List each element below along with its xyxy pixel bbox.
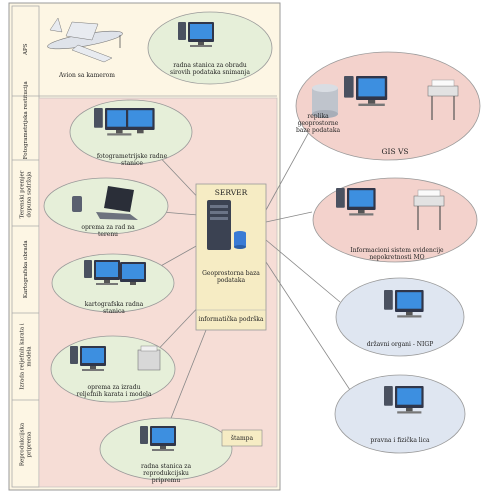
gis-computer-icon — [344, 76, 388, 106]
teren-oprema-label: oprema za rad na terenu — [81, 224, 135, 238]
info-sistem-label: Informacioni sistem evidencije nepokretn… — [350, 247, 444, 261]
repro-station-label: radna stanica za reprodukcijsku pripremu — [140, 463, 192, 484]
row-label-foto: Fotogrametrijska restitucija — [22, 81, 29, 160]
replika-label: replika geoprostorne baze podataka — [295, 113, 341, 134]
computers-group — [70, 22, 459, 451]
gis-vs-label: GIS VS — [381, 147, 409, 156]
row-label-aps: APS — [22, 43, 29, 55]
db-cylinder-icon — [312, 84, 338, 118]
stampa-label: štampa — [230, 435, 254, 442]
stampa-box — [221, 429, 263, 447]
laptop-icon — [72, 186, 138, 220]
pravna-lica-label: pravna i fizička lica — [370, 437, 430, 444]
aps-station-label: radna stanica za obradu sirovih podataka… — [170, 62, 250, 76]
reljef-oprema-label: oprema za izradu reljefnih karata i mode… — [76, 384, 152, 398]
it-support-label: informatička podrška — [198, 316, 264, 323]
info-computer-icon — [336, 188, 376, 216]
aps-computer-icon — [178, 22, 214, 47]
row-label-teren: Terenski premjer dopuna sadržaja — [19, 170, 33, 219]
server-icon — [207, 200, 246, 250]
reljef-computer-icon — [70, 346, 106, 371]
odbrana-label: državni organi - NIGP — [366, 341, 434, 348]
reljef-printer-icon — [137, 345, 161, 371]
server-title: SERVER — [214, 188, 248, 197]
airplane-icon — [47, 17, 123, 63]
info-plotter-icon — [413, 189, 445, 230]
foto-station-label: fotogrametrijske radne stanice — [96, 153, 168, 167]
pravna-ellipse — [334, 374, 466, 454]
server-db-label: Geoprostorna baza podataka — [202, 270, 260, 284]
row-label-karto: Kartografska obrada — [22, 240, 29, 299]
pravna-computer-icon — [384, 386, 424, 414]
row-label-column — [11, 5, 40, 488]
karto-monitor-icon — [120, 262, 146, 285]
karto-station-label: kartografska radna stanica — [84, 301, 144, 315]
foto-monitor-icon — [126, 108, 155, 134]
gis-ellipse — [295, 51, 481, 161]
karto-computer-icon — [84, 260, 120, 285]
gis-plotter-icon — [427, 79, 459, 120]
row-label-reljef: Izrada reljefnih karata i modela — [19, 323, 33, 390]
odbrana-computer-icon — [384, 290, 424, 318]
avion-label: Avion sa kamerom — [59, 72, 115, 79]
row-label-repro: Reprodukcijska priprema — [19, 422, 33, 467]
repro-computer-icon — [140, 426, 176, 451]
